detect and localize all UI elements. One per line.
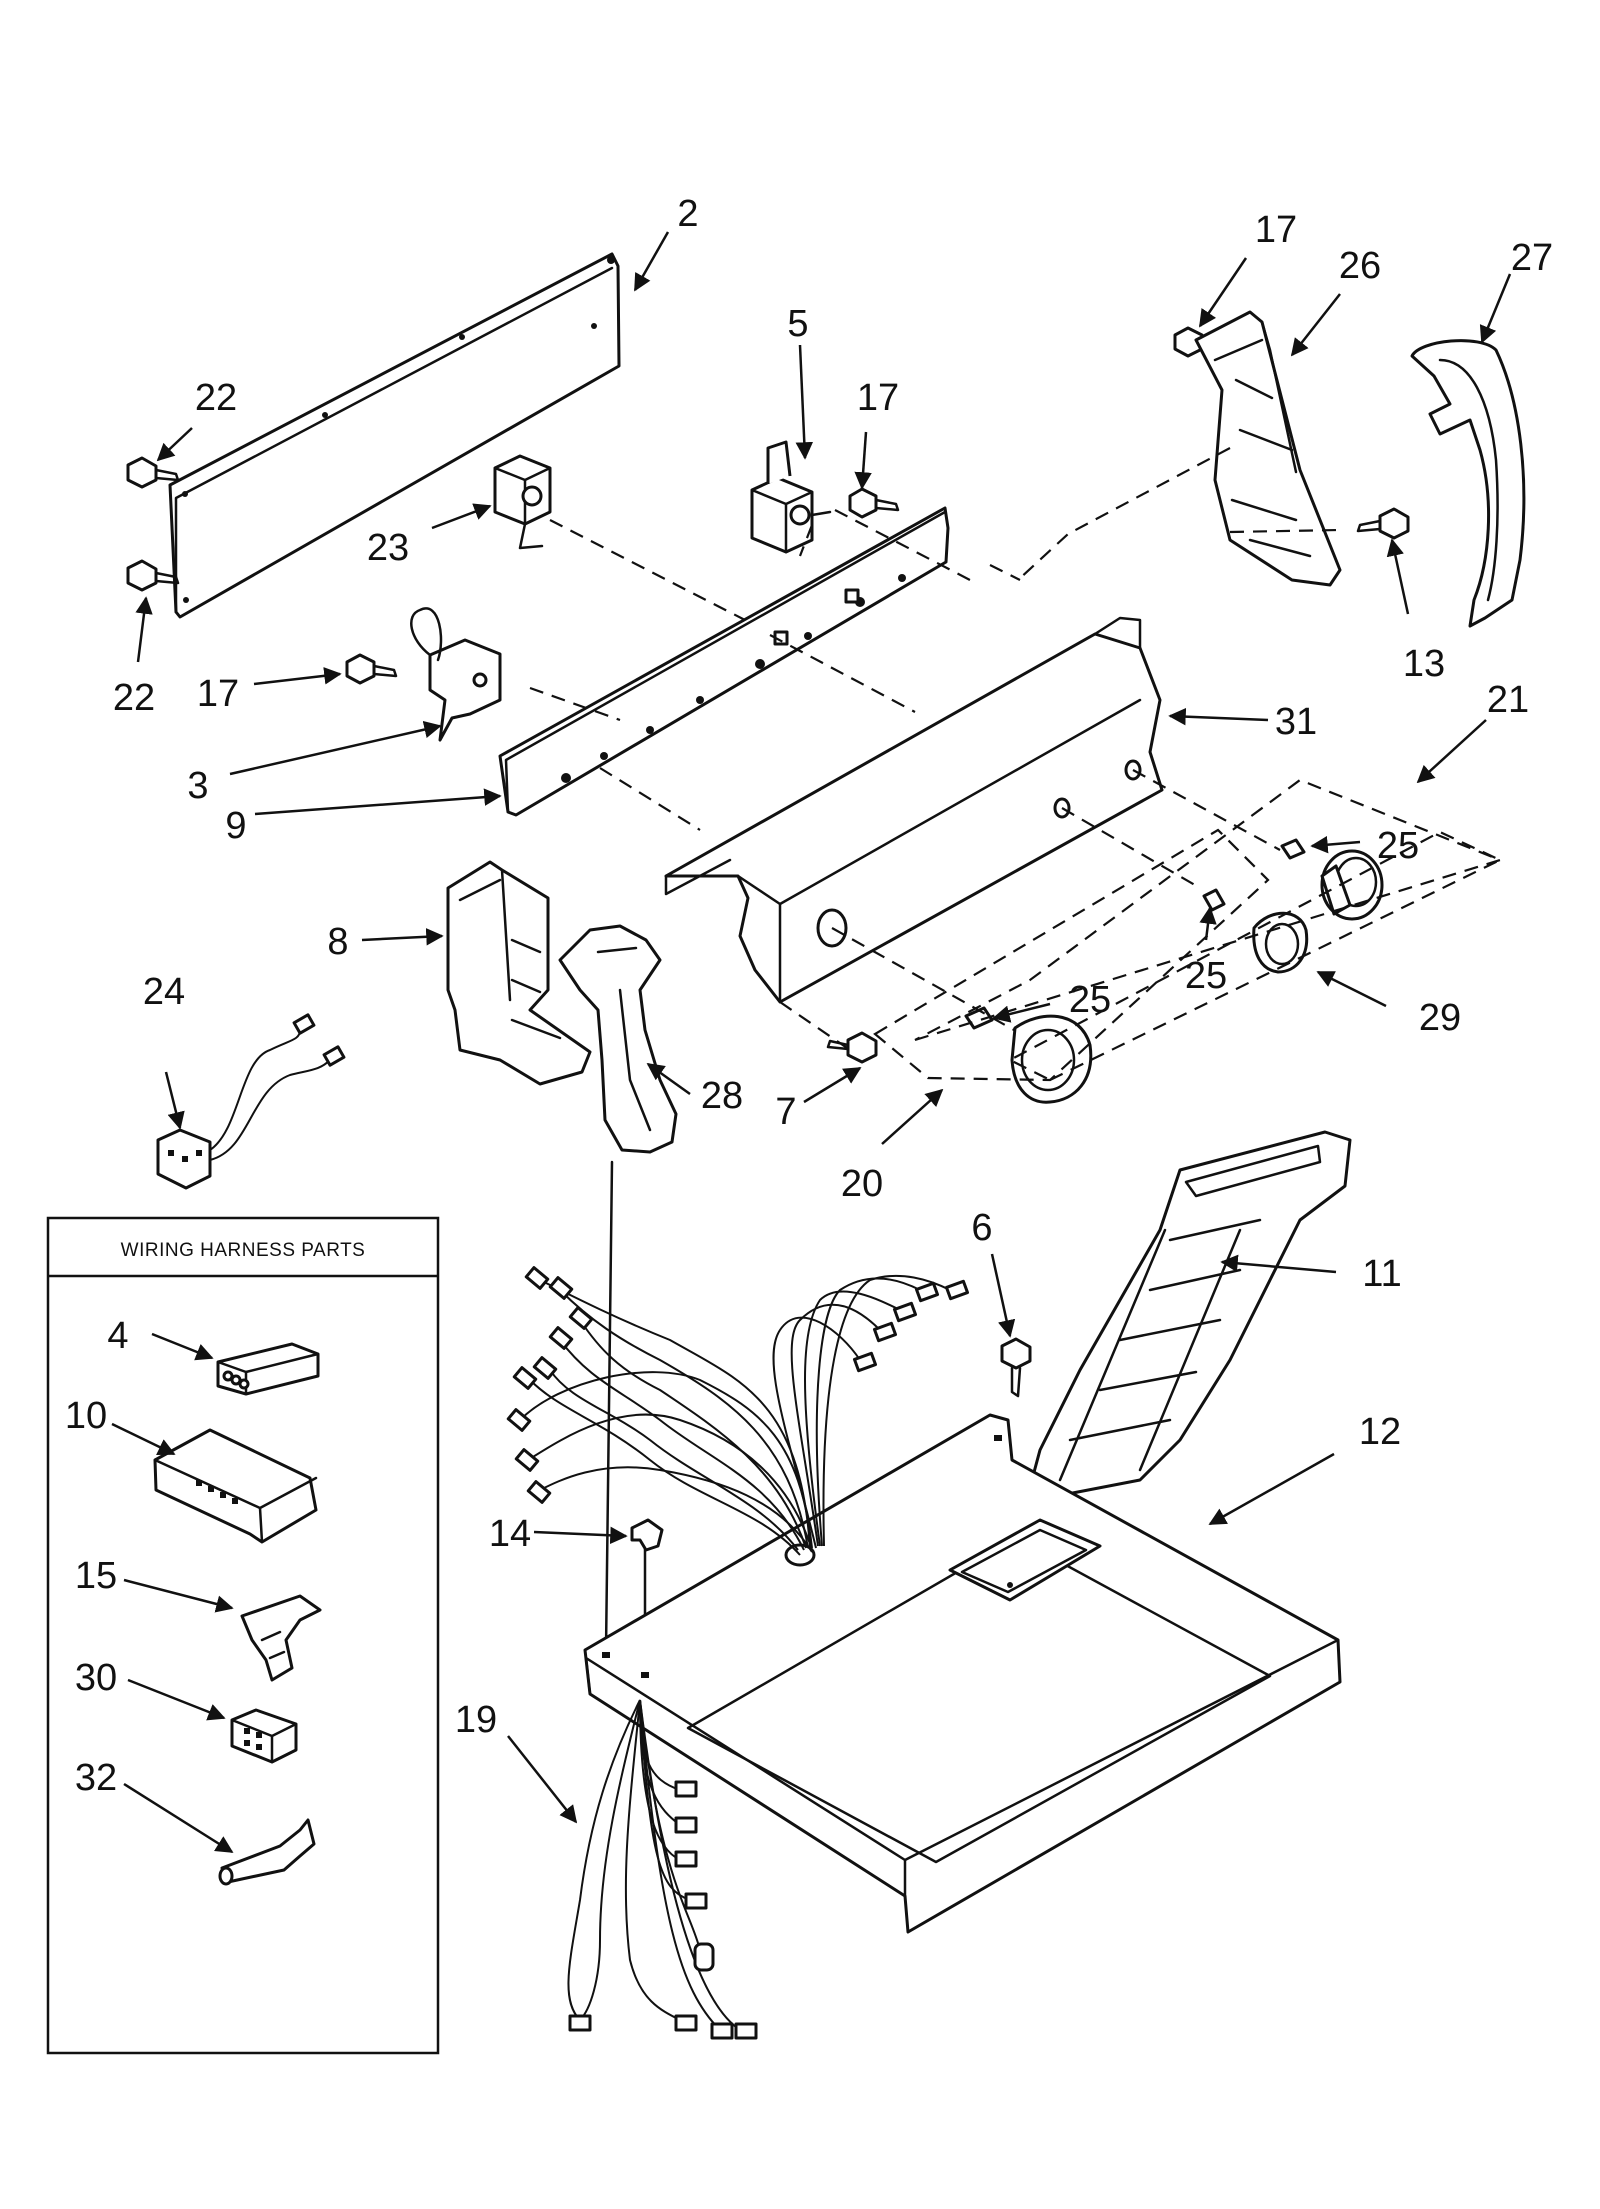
callout-9: 9 <box>225 805 246 847</box>
callout-24: 24 <box>143 971 185 1013</box>
callout-31: 31 <box>1275 701 1317 743</box>
callout-7: 7 <box>775 1091 796 1133</box>
callout-20: 20 <box>841 1163 883 1205</box>
part-7-screw <box>826 1031 878 1064</box>
callout-22-bottom: 22 <box>113 677 155 719</box>
part-17-screw-left <box>345 653 398 685</box>
callout-23: 23 <box>367 527 409 569</box>
dashed-assembly-outlines <box>873 778 1504 1082</box>
callout-28: 28 <box>701 1075 743 1117</box>
callout-17-top-right: 17 <box>1255 209 1297 251</box>
callout-12: 12 <box>1359 1411 1401 1453</box>
part-6-screw <box>1000 1337 1032 1398</box>
part-25-clip-right <box>1280 838 1306 860</box>
callout-8: 8 <box>327 921 348 963</box>
callout-25-left: 25 <box>1069 979 1111 1021</box>
callout-22-top: 22 <box>195 377 237 419</box>
callout-27: 27 <box>1511 237 1553 279</box>
part-22-screw-bottom <box>126 559 180 592</box>
part-32-terminal <box>218 1818 316 1886</box>
part-2-rear-panel <box>168 252 621 619</box>
callout-6: 6 <box>971 1207 992 1249</box>
callout-17-left: 17 <box>197 673 239 715</box>
part-28-left-trim <box>558 924 678 1154</box>
callout-17-middle: 17 <box>857 377 899 419</box>
leader-arrows <box>111 231 1512 1854</box>
wiring-harness-parts-box: WIRING HARNESS PARTS <box>46 1216 440 2055</box>
part-9-control-bracket <box>498 506 950 817</box>
callout-4: 4 <box>107 1315 128 1357</box>
callout-10: 10 <box>65 1395 107 1437</box>
part-12-top-panel <box>583 1413 1342 1934</box>
part-5-timer <box>750 440 832 554</box>
part-30-connector <box>230 1708 298 1764</box>
callout-13: 13 <box>1403 643 1445 685</box>
harness-box-title: WIRING HARNESS PARTS <box>121 1240 366 1261</box>
callout-14: 14 <box>489 1513 531 1555</box>
main-wire-harness <box>506 1266 970 1556</box>
callout-3: 3 <box>187 765 208 807</box>
part-22-screw-top <box>126 456 180 489</box>
part-10-connector-block <box>153 1428 318 1544</box>
part-17-screw-middle <box>848 487 900 519</box>
callout-25-middle: 25 <box>1185 955 1227 997</box>
callout-2: 2 <box>677 193 698 235</box>
part-13-screw <box>1356 507 1410 540</box>
callout-29: 29 <box>1419 997 1461 1039</box>
part-24-wire-harness <box>156 1013 346 1190</box>
callout-32: 32 <box>75 1757 117 1799</box>
part-14-clip <box>630 1518 664 1552</box>
callout-5: 5 <box>787 303 808 345</box>
part-31-console <box>664 616 1164 1004</box>
part-23-switch <box>493 454 552 550</box>
callout-25-right: 25 <box>1377 825 1419 867</box>
part-26-right-end-cap <box>1194 310 1342 587</box>
part-4-connector <box>216 1342 320 1396</box>
callout-30: 30 <box>75 1657 117 1699</box>
callout-15: 15 <box>75 1555 117 1597</box>
part-27-right-trim <box>1410 339 1526 628</box>
callout-26: 26 <box>1339 245 1381 287</box>
part-8-left-end-cap <box>446 860 592 1086</box>
part-15-clip <box>240 1594 322 1682</box>
assembly-lines <box>529 447 1341 1051</box>
part-25-clip-middle <box>1202 888 1226 912</box>
alignment-line-left <box>604 1160 614 1652</box>
callout-21: 21 <box>1487 679 1529 721</box>
part-19-lower-harness <box>567 1699 758 2040</box>
callout-19: 19 <box>455 1699 497 1741</box>
callout-labels: 2 22 22 23 5 17 17 17 26 27 13 3 9 31 21… <box>65 193 1553 1799</box>
callout-11: 11 <box>1362 1253 1401 1295</box>
part-21-knob-round <box>1320 849 1384 921</box>
part-knob-medium <box>1252 911 1309 974</box>
part-3-switch <box>410 607 502 742</box>
part-20-knob-large <box>1010 1014 1093 1104</box>
part-11-lint-screen <box>1024 1130 1352 1504</box>
